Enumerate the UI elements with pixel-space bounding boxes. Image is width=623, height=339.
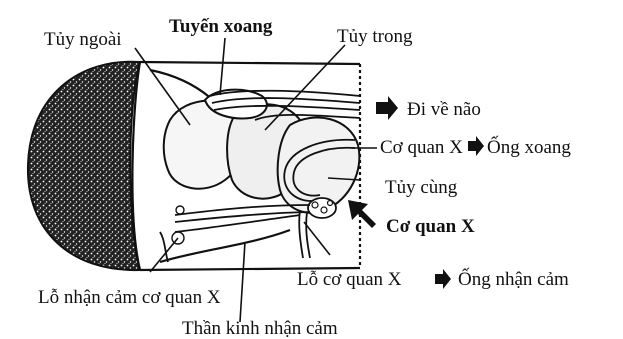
- label-co-quan-x-ong-xoang-a: Cơ quan X: [380, 137, 463, 158]
- label-lo-co-quan-x-a: Lỗ cơ quan X: [297, 269, 402, 290]
- compound-eye: [28, 62, 140, 270]
- label-lo-nhan-cam: Lỗ nhận cảm cơ quan X: [38, 287, 221, 308]
- label-tuyen-xoang: Tuyến xoang: [169, 16, 273, 37]
- right-arrow-icon: [468, 136, 484, 156]
- label-di-ve-nao: Đi về não: [407, 99, 481, 120]
- label-co-quan-x: Cơ quan X: [386, 216, 475, 237]
- label-tuy-ngoai: Tủy ngoài: [44, 29, 122, 50]
- label-co-quan-x-ong-xoang-b: Ống xoang: [487, 136, 571, 158]
- sensory-nerves: [160, 205, 310, 262]
- x-organ-pointer-arrow: [348, 200, 376, 228]
- label-than-kinh: Thần kinh nhận cảm: [182, 318, 338, 339]
- x-organ: [308, 198, 336, 218]
- right-arrow-icon: [435, 269, 451, 289]
- label-lo-co-quan-x-b: Ống nhận cảm: [458, 268, 569, 290]
- label-tuy-trong: Tủy trong: [337, 26, 413, 47]
- right-arrow-icon: [376, 96, 398, 120]
- label-tuy-cung: Tủy cùng: [385, 177, 458, 198]
